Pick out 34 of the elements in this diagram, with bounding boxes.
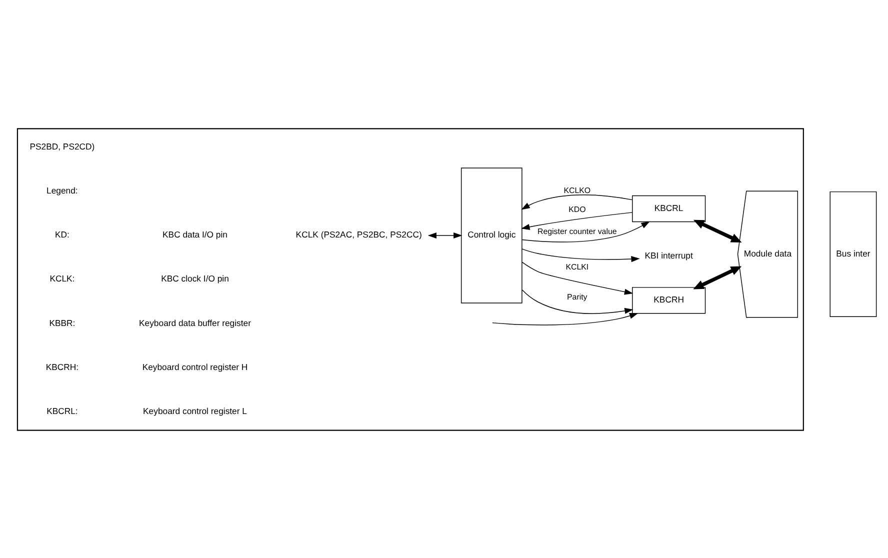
arrow [522, 261, 634, 294]
label: Keyboard control register H [142, 361, 248, 372]
label: KD: [54, 229, 70, 240]
label: KBCRH: [46, 361, 79, 372]
arrow [522, 248, 640, 262]
label: KCLK: [50, 273, 75, 284]
label: Keyboard control register L [143, 405, 247, 416]
edge-label: KCLKI [566, 262, 589, 271]
label: KBCRL: [46, 405, 78, 416]
edge-label: Parity [567, 292, 588, 302]
label: Keyboard data buffer register [139, 317, 251, 328]
edge-label: Register counter value [538, 226, 617, 236]
label: KBC clock I/O pin [161, 273, 229, 284]
label: KBBR: [49, 317, 76, 328]
arrow [522, 289, 634, 314]
node-text: KBI interrupt [644, 250, 693, 260]
label: PS2BD, PS2CD) [30, 141, 95, 152]
edge-label: KDO [568, 204, 586, 214]
node-text: KCLK (PS2AC, PS2BC, PS2CC) [296, 229, 422, 240]
arrow [492, 307, 638, 325]
arrow [693, 219, 742, 242]
arrow [521, 194, 633, 210]
arrow [521, 212, 633, 230]
node-box: Bus inter [830, 190, 877, 317]
node-box: KBCRH [632, 286, 706, 314]
node-box: Control logic [460, 167, 522, 303]
label: Legend: [46, 185, 78, 196]
node-box: KBCRL [632, 194, 706, 222]
arrow [522, 220, 650, 242]
edge-label: KCLKO [564, 185, 591, 194]
cluster [16, 128, 804, 430]
label: KBC data I/O pin [162, 229, 228, 240]
arrow [693, 266, 742, 289]
arrow [428, 232, 462, 238]
